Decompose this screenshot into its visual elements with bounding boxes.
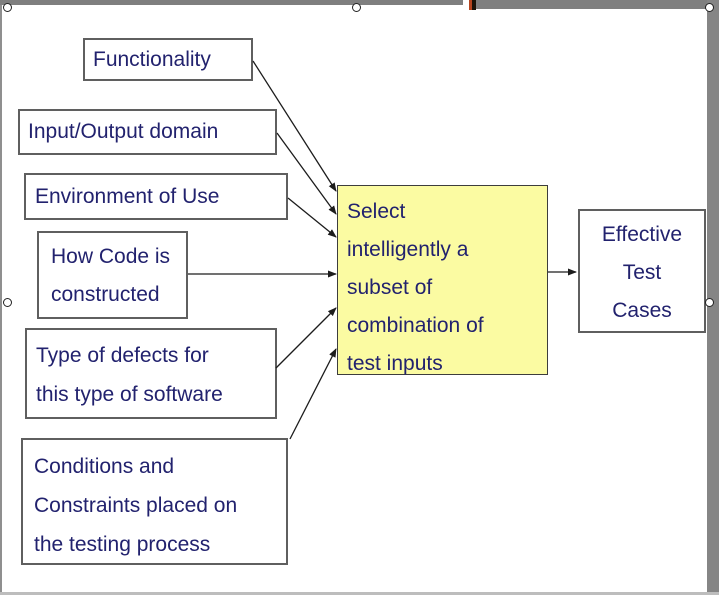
box-conditions[interactable]: Conditions and Constraints placed on the… — [21, 438, 288, 565]
box-defects-line: this type of software — [36, 383, 223, 406]
window-bottom-edge — [0, 592, 719, 595]
box-defects-line: Type of defects for — [36, 344, 209, 367]
resize-handle-top-left-icon[interactable] — [3, 3, 12, 12]
arrow-conditions-to-center — [289, 348, 337, 440]
box-select-subset-line: combination of — [347, 314, 484, 337]
box-effective-test-cases[interactable]: Effective Test Cases — [578, 209, 706, 333]
box-how-code-line: How Code is — [51, 245, 171, 268]
box-select-subset-line: test inputs — [347, 352, 443, 375]
arrow-environment-to-center — [287, 197, 337, 238]
resize-handle-top-right-icon[interactable] — [705, 3, 714, 12]
window-right-edge — [707, 0, 719, 595]
box-select-subset[interactable]: Select intelligently a subset of combina… — [337, 185, 548, 375]
box-how-code-line: constructed — [51, 283, 160, 306]
resize-handle-middle-right-icon[interactable] — [705, 298, 714, 307]
edge-tick-orange-icon — [469, 0, 472, 10]
window-left-edge — [0, 5, 2, 595]
box-select-subset-line: Select — [347, 200, 406, 223]
box-select-subset-line: intelligently a — [347, 238, 469, 261]
window-top-edge-left — [0, 0, 463, 5]
box-how-code[interactable]: How Code is constructed — [37, 231, 188, 319]
edge-tick-black-icon — [472, 0, 476, 10]
box-io-domain[interactable]: Input/Output domain — [18, 109, 277, 155]
box-effective-line: Test — [622, 261, 662, 284]
box-environment[interactable]: Environment of Use — [24, 173, 288, 220]
box-defects[interactable]: Type of defects for this type of softwar… — [25, 328, 277, 419]
resize-handle-top-center-icon[interactable] — [352, 3, 361, 12]
resize-handle-middle-left-icon[interactable] — [3, 298, 12, 307]
box-environment-label: Environment of Use — [35, 184, 220, 208]
box-functionality-label: Functionality — [93, 47, 211, 71]
box-conditions-line: Conditions and — [34, 455, 175, 478]
box-effective-line: Effective — [601, 223, 683, 246]
window-top-edge-right — [476, 0, 719, 9]
box-conditions-line: the testing process — [34, 533, 211, 556]
box-conditions-line: Constraints placed on — [34, 494, 238, 517]
box-io-domain-label: Input/Output domain — [28, 120, 219, 143]
box-select-subset-line: subset of — [347, 276, 433, 299]
box-effective-line: Cases — [612, 299, 672, 322]
arrow-defects-to-center — [275, 307, 337, 369]
box-functionality[interactable]: Functionality — [83, 38, 253, 81]
